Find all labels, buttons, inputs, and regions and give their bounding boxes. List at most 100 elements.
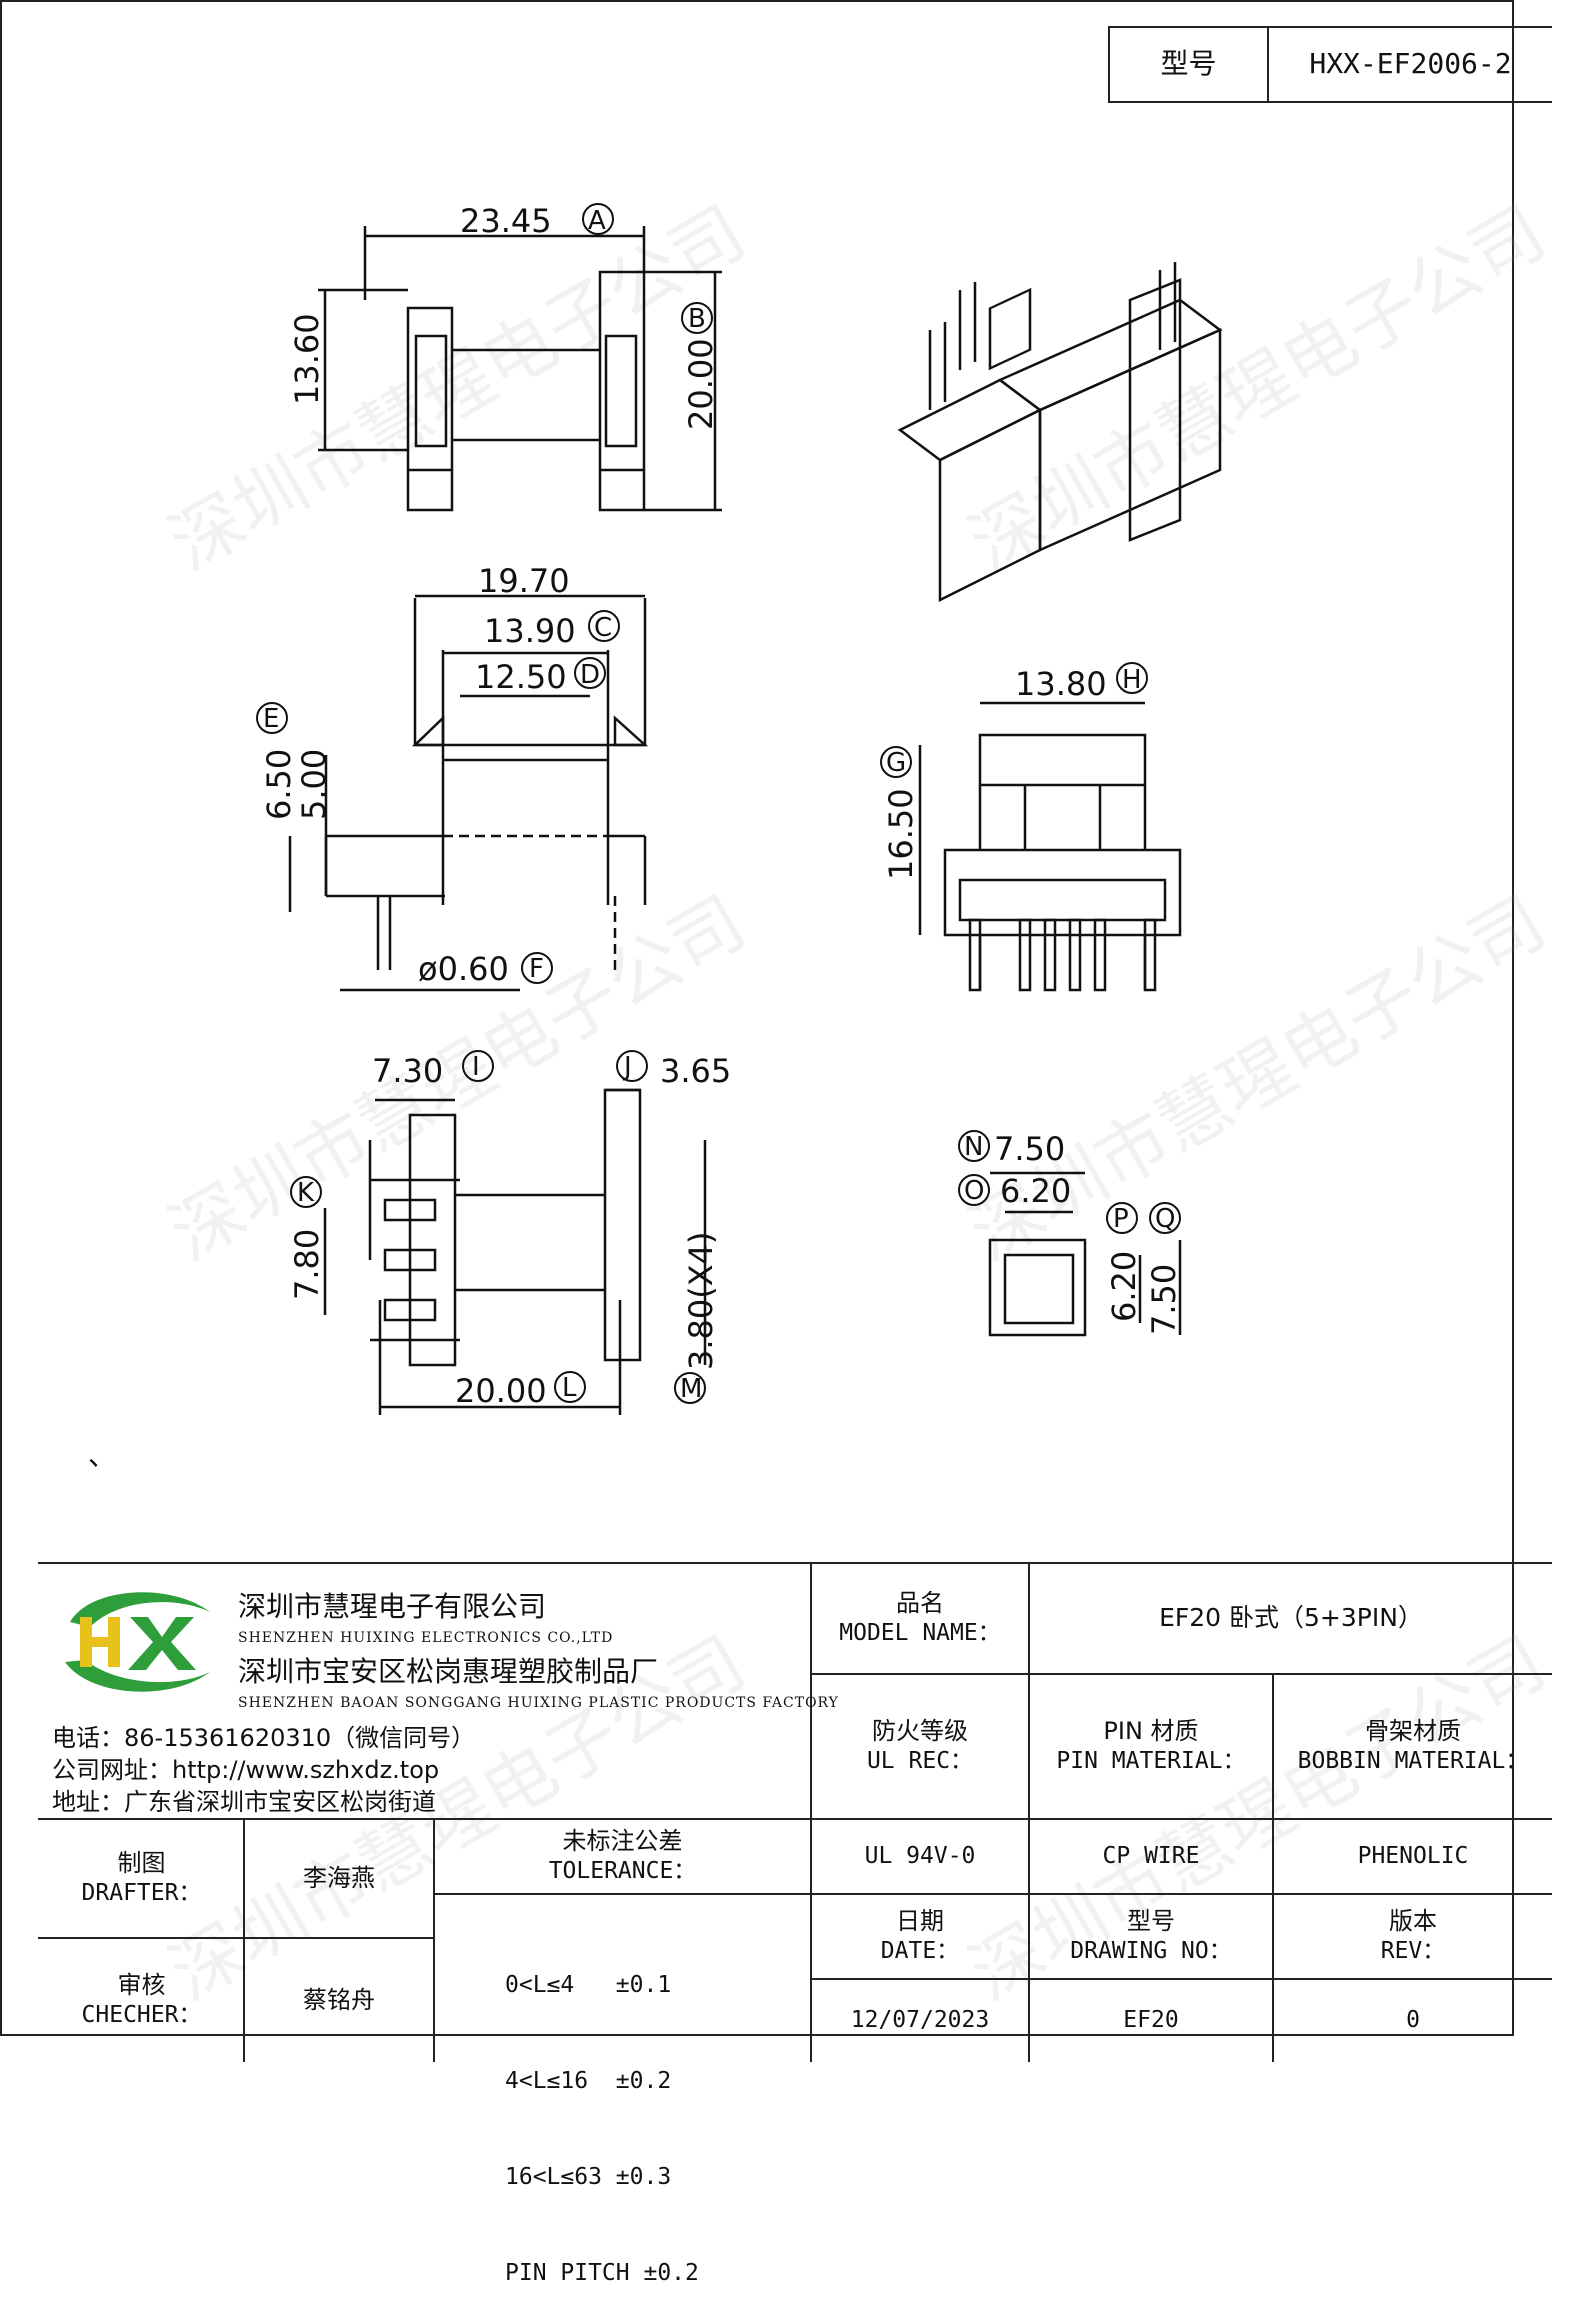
dim-d-tag: D: [580, 660, 600, 690]
drafter-en: DRAFTER：: [81, 1880, 202, 1907]
factory-name-cn: 深圳市宝安区松岗惠瑆塑胶制品厂: [238, 1655, 659, 1688]
title-vline-5: [433, 1818, 435, 2062]
dim-k-value: 7.80: [288, 1229, 326, 1300]
date-cn: 日期: [896, 1906, 944, 1935]
header-box-left: [1108, 26, 1110, 102]
drawing-no-value: EF20: [1123, 2007, 1179, 2034]
tolerance-line: 4<L≤16 ±0.2: [505, 2068, 672, 2094]
date-label: 日期 DATE：: [812, 1895, 1028, 1978]
front-view: [918, 701, 1182, 992]
title-vline-1: [810, 1562, 812, 2062]
title-block-top: [38, 1562, 1552, 1564]
model-name-label: 品名 MODEL NAME：: [812, 1564, 1028, 1673]
tolerance-line: 0<L≤4 ±0.1: [505, 1972, 672, 1998]
factory-name-en: SHENZHEN BAOAN SONGGANG HUIXING PLASTIC …: [238, 1695, 839, 1711]
tolerance-label: 未标注公差 TOLERANCE：: [435, 1820, 810, 1893]
header-box-top: [1108, 26, 1552, 28]
header-box-mid: [1267, 26, 1269, 102]
dim-q-value: 7.50: [1145, 1264, 1183, 1335]
dim-g-tag: G: [886, 748, 906, 778]
dim-l-value: 20.00: [455, 1372, 547, 1410]
tolerance-en: TOLERANCE：: [548, 1858, 697, 1885]
bobbin-material-en: BOBBIN MATERIAL：: [1297, 1748, 1529, 1775]
company-logo: [65, 1592, 210, 1692]
company-name-cn: 深圳市慧瑆电子有限公司: [238, 1590, 547, 1623]
rev-en: REV：: [1380, 1938, 1446, 1965]
drawing-frame: [0, 0, 1514, 2036]
dim-f-tag: F: [529, 954, 544, 984]
technical-drawing: 23.45 A 13.60 20.00 B 19.70 13.90 C 12.5…: [88, 202, 1223, 1472]
dim-500-value: 5.00: [295, 749, 333, 820]
dim-h-tag: H: [1122, 665, 1142, 695]
title-line-4: [38, 1937, 435, 1939]
dim-p-tag: P: [1113, 1204, 1129, 1234]
front-pins: [968, 918, 1157, 992]
title-line-3: [435, 1893, 1552, 1895]
dim-m-tag: M: [680, 1374, 702, 1404]
checker-name: 蔡铭舟: [303, 1985, 375, 2014]
title-line-2: [38, 1818, 1552, 1820]
rev-label: 版本 REV：: [1274, 1895, 1552, 1978]
top-view: [318, 226, 722, 512]
header-box-bottom: [1108, 101, 1552, 103]
bobbin-material-cn: 骨架材质: [1365, 1716, 1461, 1745]
pin-material-en: PIN MATERIAL：: [1056, 1748, 1246, 1775]
side-view: [288, 594, 649, 992]
date-en: DATE：: [880, 1938, 960, 1965]
dim-a-value: 23.45: [460, 202, 552, 240]
title-vline-3: [1272, 1673, 1274, 2062]
dim-d-value: 12.50: [475, 658, 567, 696]
rev-cn: 版本: [1389, 1906, 1437, 1935]
drafter-cn: 制图: [117, 1848, 166, 1877]
model-name-value: EF20 卧式（5+3PIN）: [1159, 1603, 1423, 1633]
dim-i-value: 7.30: [372, 1052, 443, 1090]
dim-o-tag: O: [964, 1176, 984, 1206]
title-vline-4: [243, 1818, 245, 2062]
dim-p-value: 6.20: [1105, 1251, 1143, 1322]
dim-a-tag: A: [588, 206, 606, 236]
pin-material-cn: PIN 材质: [1103, 1716, 1199, 1745]
dim-c-tag: C: [594, 613, 612, 643]
company-address: 地址：广东省深圳市宝安区松岗街道: [52, 1788, 436, 1816]
date-value: 12/07/2023: [850, 2007, 990, 2034]
dim-b-tag: B: [688, 304, 706, 334]
dim-c-value: 13.90: [484, 612, 576, 650]
dim-j-tag: J: [622, 1052, 632, 1082]
dim-n-value: 7.50: [994, 1130, 1065, 1168]
dim-j-value: 3.65: [660, 1052, 731, 1090]
cross-section-view: [988, 1171, 1182, 1337]
title-line-5: [812, 1978, 1552, 1980]
dim-g-value: 16.50: [882, 788, 920, 880]
ul-rec-cn: 防火等级: [872, 1716, 968, 1745]
title-vline-2: [1028, 1562, 1030, 2062]
dim-n-tag: N: [964, 1132, 983, 1162]
bobbin-value: PHENOLIC: [1357, 1842, 1469, 1869]
drafter-label: 制图 DRAFTER：: [40, 1820, 243, 1937]
bobbin-material-label: 骨架材质 BOBBIN MATERIAL：: [1274, 1675, 1552, 1818]
dim-l-tag: L: [562, 1373, 577, 1403]
dim-q-tag: Q: [1155, 1204, 1175, 1234]
model-name-en: MODEL NAME：: [839, 1620, 1001, 1647]
bottom-view: [323, 1088, 707, 1415]
tolerance-line: 16<L≤63 ±0.3: [505, 2164, 672, 2190]
dim-e-value: 6.50: [260, 749, 298, 820]
drafter-name: 李海燕: [303, 1863, 375, 1892]
dim-1360-value: 13.60: [288, 313, 326, 405]
drawing-no-en: DRAWING NO：: [1070, 1938, 1232, 1965]
dim-f-value: ø0.60: [418, 950, 509, 988]
ul-rec-en: UL REC：: [866, 1748, 974, 1775]
model-name-cn: 品名: [896, 1588, 944, 1617]
tolerance-cn: 未标注公差: [562, 1826, 683, 1855]
model-label: 型号: [1160, 47, 1217, 81]
isometric-view: [897, 262, 1223, 603]
tolerance-list: 0<L≤4 ±0.1 4<L≤16 ±0.2 16<L≤63 ±0.3 PIN …: [505, 1905, 699, 2321]
dim-m-value: 3.80(X4): [682, 1232, 720, 1371]
drawing-no-cn: 型号: [1127, 1906, 1175, 1935]
drawing-no-label: 型号 DRAWING NO：: [1030, 1895, 1272, 1978]
company-phone: 电话：86-15361620310（微信同号）: [52, 1724, 476, 1752]
dim-1970-value: 19.70: [478, 562, 570, 600]
dim-b-value: 20.00: [682, 338, 720, 430]
pin-value: CP WIRE: [1102, 1842, 1200, 1869]
title-line-1: [812, 1673, 1552, 1675]
dim-k-tag: K: [297, 1178, 315, 1208]
